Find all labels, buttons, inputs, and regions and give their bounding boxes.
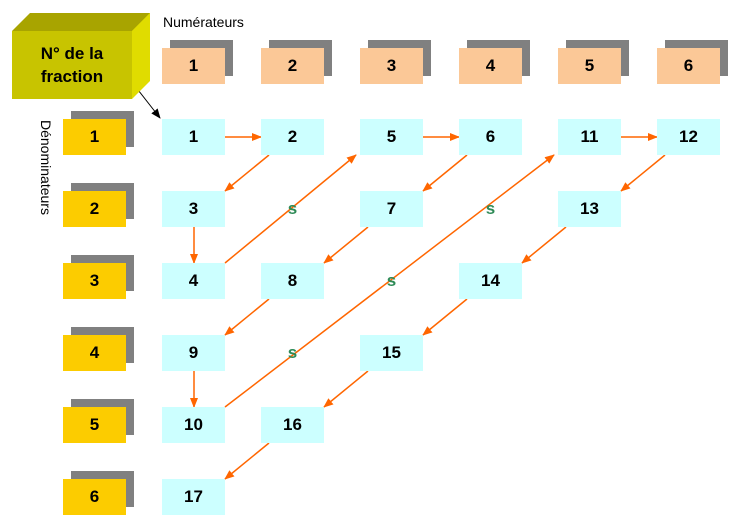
fraction-cell: 14 xyxy=(459,263,522,299)
enumeration-arrow xyxy=(224,442,270,480)
denominator-box: 6 xyxy=(63,479,126,515)
enumeration-arrow xyxy=(422,298,468,336)
enumeration-arrow xyxy=(224,154,357,264)
enumeration-arrow xyxy=(422,154,468,192)
numerator-box: 5 xyxy=(558,48,621,84)
title-box-side xyxy=(132,13,150,99)
skipped-fraction-marker: s xyxy=(386,271,397,290)
enumeration-arrow xyxy=(323,370,369,408)
fraction-cell: 12 xyxy=(657,119,720,155)
fraction-cell: 9 xyxy=(162,335,225,371)
fraction-cell: 17 xyxy=(162,479,225,515)
fraction-cell: 16 xyxy=(261,407,324,443)
enumeration-arrow xyxy=(521,226,567,264)
skipped-fraction-marker: s xyxy=(287,199,298,218)
fraction-cell: 11 xyxy=(558,119,621,155)
fraction-number-title-box: N° de la fraction xyxy=(12,31,132,99)
denominators-label: Dénominateurs xyxy=(38,120,54,215)
numerator-box: 6 xyxy=(657,48,720,84)
numerator-box: 1 xyxy=(162,48,225,84)
fraction-cell: 3 xyxy=(162,191,225,227)
fraction-cell: 15 xyxy=(360,335,423,371)
enumeration-arrow xyxy=(323,226,369,264)
fraction-cell: 10 xyxy=(162,407,225,443)
denominator-box: 3 xyxy=(63,263,126,299)
denominator-box: 2 xyxy=(63,191,126,227)
enumeration-arrow xyxy=(224,154,555,408)
fraction-cell: 2 xyxy=(261,119,324,155)
enumeration-arrow xyxy=(620,154,666,192)
fraction-cell: 7 xyxy=(360,191,423,227)
denominator-box: 5 xyxy=(63,407,126,443)
title-line-1: N° de la xyxy=(40,44,104,63)
denominator-box: 4 xyxy=(63,335,126,371)
skipped-fraction-marker: s xyxy=(485,199,496,218)
numerator-box: 2 xyxy=(261,48,324,84)
numerator-box: 3 xyxy=(360,48,423,84)
fraction-cell: 6 xyxy=(459,119,522,155)
enumeration-arrow xyxy=(224,154,270,192)
numerators-label: Numérateurs xyxy=(163,14,244,30)
fraction-cell: 8 xyxy=(261,263,324,299)
denominator-box: 1 xyxy=(63,119,126,155)
fraction-cell: 4 xyxy=(162,263,225,299)
fraction-cell: 5 xyxy=(360,119,423,155)
fraction-cell: 13 xyxy=(558,191,621,227)
fraction-cell: 1 xyxy=(162,119,225,155)
title-box-top-face xyxy=(12,13,150,31)
numerator-box: 4 xyxy=(459,48,522,84)
title-line-2: fraction xyxy=(40,67,104,86)
skipped-fraction-marker: s xyxy=(287,343,298,362)
enumeration-arrow xyxy=(224,298,270,336)
